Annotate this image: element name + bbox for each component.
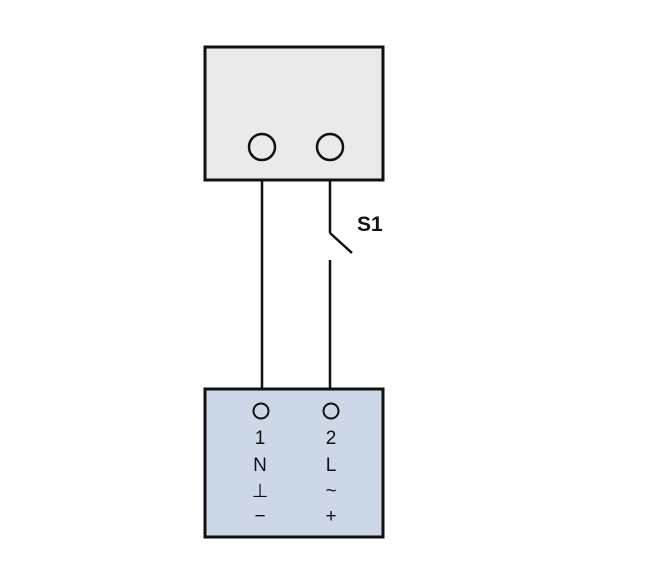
terminal-2-number: 2: [326, 428, 337, 449]
lower-terminal-hole-1: [252, 402, 270, 420]
upper-terminal-hole-right: [315, 132, 345, 162]
terminal-2-name: L: [326, 455, 337, 476]
lower-device-box: [203, 387, 385, 539]
terminal-2-polarity: +: [325, 506, 336, 527]
upper-device-box: [203, 45, 385, 182]
terminal-1-ground-symbol: ⊥: [252, 481, 269, 502]
terminal-1-number: 1: [255, 428, 266, 449]
terminal-1-polarity: −: [254, 506, 265, 527]
upper-terminal-hole-left: [247, 132, 277, 162]
terminal-2-ac-symbol: ~: [325, 481, 336, 502]
switch-blade: [329, 232, 353, 254]
lower-terminal-hole-2: [322, 402, 340, 420]
switch-label: S1: [357, 213, 383, 236]
terminal-1-name: N: [253, 455, 267, 476]
